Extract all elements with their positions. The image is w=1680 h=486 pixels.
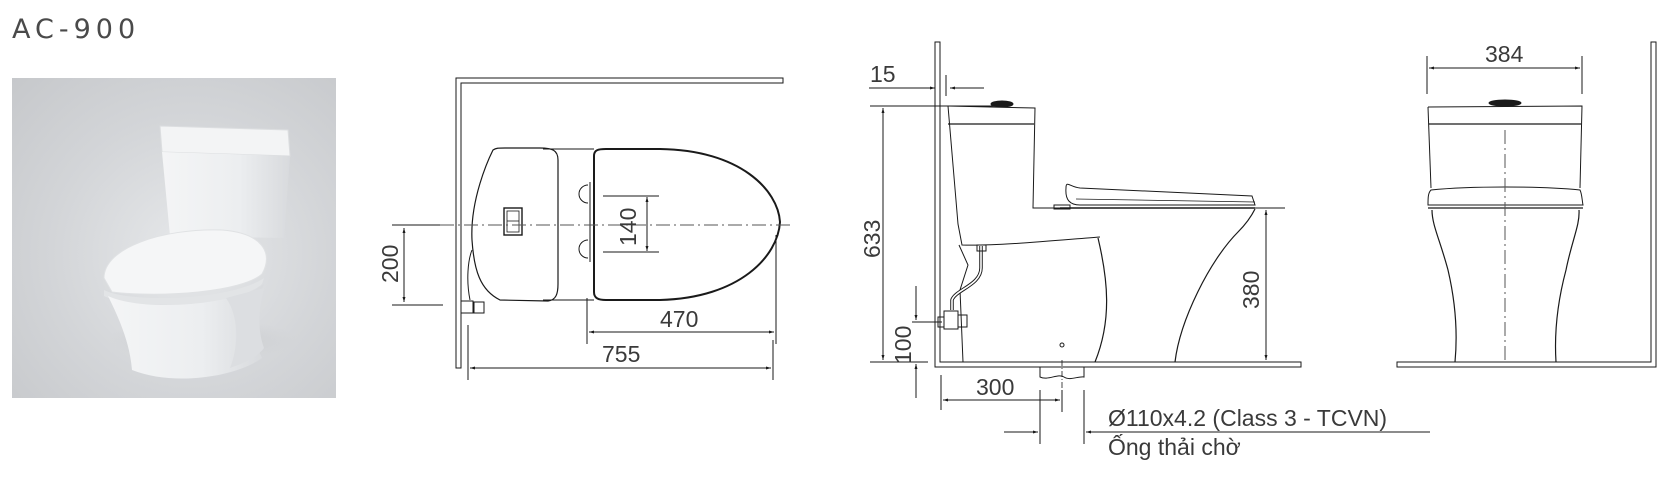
toilet-photo-illustration [103, 125, 297, 379]
dim-470: 470 [660, 306, 698, 332]
dim-140: 140 [615, 208, 641, 246]
dim-384: 384 [1485, 41, 1524, 67]
dim-15: 15 [870, 61, 896, 87]
dim-200: 200 [377, 245, 403, 283]
product-photo [12, 78, 336, 398]
dim-380: 380 [1238, 271, 1264, 309]
top-view [392, 77, 794, 380]
drain-spec: Ø110x4.2 (Class 3 - TCVN) [1108, 405, 1387, 431]
drain-label: Ống thải chờ [1108, 433, 1241, 460]
dim-633: 633 [859, 220, 885, 258]
side-view [869, 41, 1430, 444]
model-title: AC-900 [12, 14, 141, 45]
dim-755: 755 [602, 341, 640, 367]
dim-300: 300 [976, 374, 1014, 400]
dim-100: 100 [890, 326, 916, 364]
front-view [1396, 41, 1657, 368]
